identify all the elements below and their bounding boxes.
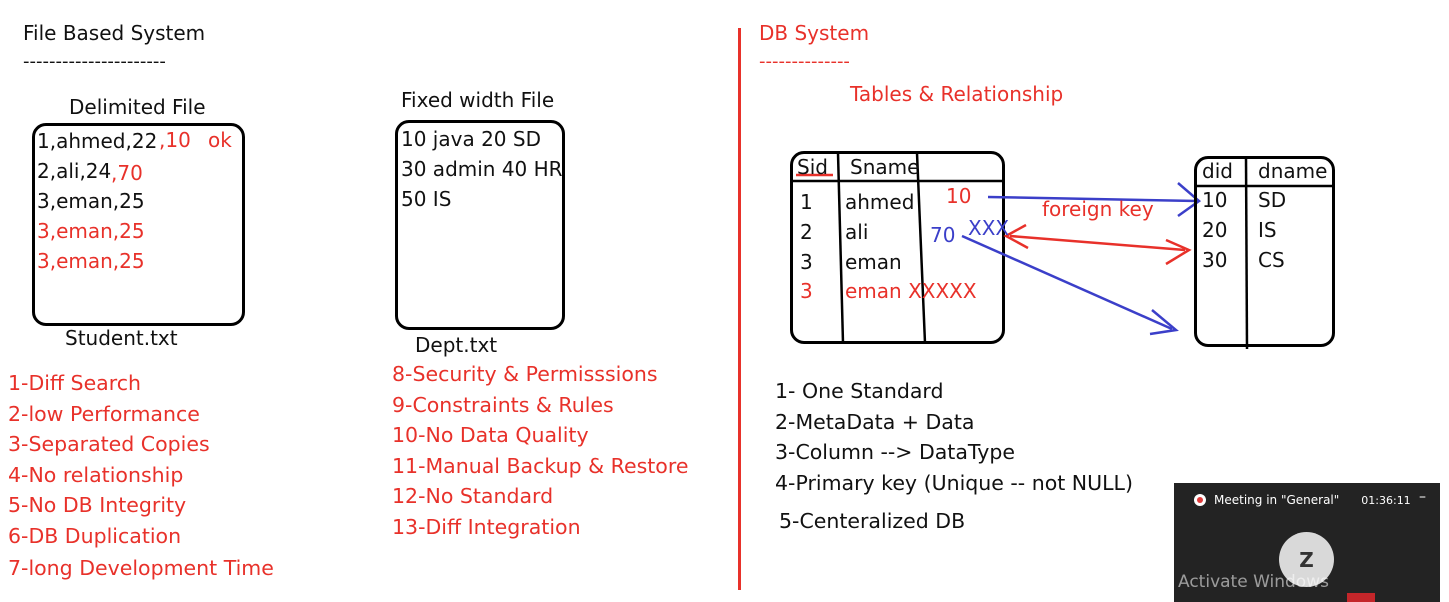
meeting-timer: 01:36:11 xyxy=(1361,493,1411,507)
student-filename: Student.txt xyxy=(65,326,178,350)
delimited-line-duplicate: 3,eman,25 xyxy=(37,249,145,273)
student-header-sid: Sid xyxy=(797,155,828,179)
student-header-sname: Sname xyxy=(850,155,920,179)
fixed-line: 30 admin 40 HR xyxy=(401,157,563,181)
dept-filename: Dept.txt xyxy=(415,333,498,357)
benefit-item: 3-Column --> DataType xyxy=(775,440,1015,464)
fixed-width-title: Fixed width File xyxy=(401,88,555,112)
fixed-line: 10 java 20 SD xyxy=(401,127,541,151)
student-id-cell: 1 xyxy=(800,190,813,214)
dept-ids: 10 20 30 xyxy=(1202,185,1227,275)
student-name-cell: eman xyxy=(845,250,902,274)
delimited-line: 3,eman,25 xyxy=(37,189,145,213)
recording-icon xyxy=(1194,494,1206,506)
delimited-line: 1,ahmed,22 xyxy=(37,129,158,153)
fixed-width-lines: 10 java 20 SD 30 admin 40 HR 50 IS xyxy=(401,124,563,214)
dept-id-cell: 20 xyxy=(1202,218,1228,242)
leave-button[interactable] xyxy=(1347,593,1375,602)
section-divider xyxy=(738,28,741,590)
delimited-file-box xyxy=(32,123,245,326)
problem-item: 8-Security & Permisssions xyxy=(392,362,658,386)
problem-item: 9-Constraints & Rules xyxy=(392,392,614,417)
dept-name-cell: IS xyxy=(1258,218,1277,242)
student-name-cell: ahmed xyxy=(845,190,915,214)
benefit-item-5: 5-Centeralized DB xyxy=(779,509,966,533)
foreign-key-label: foreign key xyxy=(1042,197,1154,221)
student-id-cell: 2 xyxy=(800,220,813,244)
student-names: ahmed ali eman eman XXXXX xyxy=(845,187,977,305)
meeting-title-bar[interactable]: Meeting in "General" 01:36:11 xyxy=(1174,483,1440,517)
fk-invalid-marker: XXX xyxy=(968,216,1010,240)
fk-value-10: 10 xyxy=(946,184,972,208)
benefits-list: 1- One Standard 2-MetaData + Data 3-Colu… xyxy=(775,376,1133,498)
problem-item: 5-No DB Integrity xyxy=(8,493,187,517)
problem-item: 1-Diff Search xyxy=(8,371,141,395)
problem-item: 10-No Data Quality xyxy=(392,423,589,447)
student-table xyxy=(790,151,1005,344)
problems-list-1: 1-Diff Search 2-low Performance 3-Separa… xyxy=(8,368,274,584)
delimited-lines: 1,ahmed,22 2,ali,24 3,eman,25 3,eman,25 … xyxy=(37,126,157,276)
problem-item: 3-Separated Copies xyxy=(8,432,210,456)
fixed-line: 50 IS xyxy=(401,187,452,211)
dept-table xyxy=(1194,156,1335,347)
benefit-item: 2-MetaData + Data xyxy=(775,409,975,434)
student-name-cell: ali xyxy=(845,220,869,244)
meeting-title: Meeting in "General" xyxy=(1214,493,1340,507)
problem-item: 6-DB Duplication xyxy=(8,523,182,548)
problem-item: 12-No Standard xyxy=(392,484,554,508)
problem-item: 7-long Development Time xyxy=(8,556,274,580)
delimited-line-duplicate: 3,eman,25 xyxy=(37,219,145,243)
annotation-comma-70: ,70 xyxy=(111,161,143,185)
participant-avatar[interactable]: Z xyxy=(1279,532,1334,587)
problem-item: 11-Manual Backup & Restore xyxy=(392,453,689,478)
fixed-width-box xyxy=(395,120,565,330)
meeting-window[interactable]: Meeting in "General" 01:36:11 – Z Activa… xyxy=(1174,483,1440,602)
dept-names: SD IS CS xyxy=(1258,185,1286,275)
file-based-underline: ---------------------- xyxy=(23,51,166,72)
problem-item: 4-No relationship xyxy=(8,462,184,487)
fk-value-70: 70 xyxy=(930,223,956,247)
dept-name-cell: SD xyxy=(1258,188,1287,212)
tables-relationship-heading: Tables & Relationship xyxy=(850,82,1064,106)
annotation-ok: ok xyxy=(208,128,232,152)
dept-name-cell: CS xyxy=(1258,248,1285,272)
minimize-icon[interactable]: – xyxy=(1419,489,1426,505)
student-name-cell-red: eman XXXXX xyxy=(845,279,977,303)
dept-id-cell: 30 xyxy=(1202,248,1228,272)
delimited-line: 2,ali,24 xyxy=(37,159,112,183)
db-system-underline: -------------- xyxy=(759,51,850,72)
annotation-comma-10: ,10 xyxy=(159,128,191,152)
dept-header-did: did xyxy=(1202,159,1233,183)
dept-header-dname: dname xyxy=(1258,159,1328,183)
problem-item: 13-Diff Integration xyxy=(392,514,581,539)
student-id-cell: 3 xyxy=(800,250,813,274)
dept-id-cell: 10 xyxy=(1202,188,1228,212)
db-system-heading: DB System xyxy=(759,21,870,45)
benefit-item: 1- One Standard xyxy=(775,379,944,403)
activate-windows-watermark: Activate Windows xyxy=(1178,572,1329,592)
student-ids: 1 2 3 3 xyxy=(800,187,813,305)
benefit-item: 4-Primary key (Unique -- not NULL) xyxy=(775,470,1133,495)
delimited-file-title: Delimited File xyxy=(69,95,206,119)
problem-item: 2-low Performance xyxy=(8,401,200,426)
file-based-heading: File Based System xyxy=(23,21,206,45)
student-id-cell-red: 3 xyxy=(800,279,813,303)
problems-list-2: 8-Security & Permisssions 9-Constraints … xyxy=(392,359,688,542)
